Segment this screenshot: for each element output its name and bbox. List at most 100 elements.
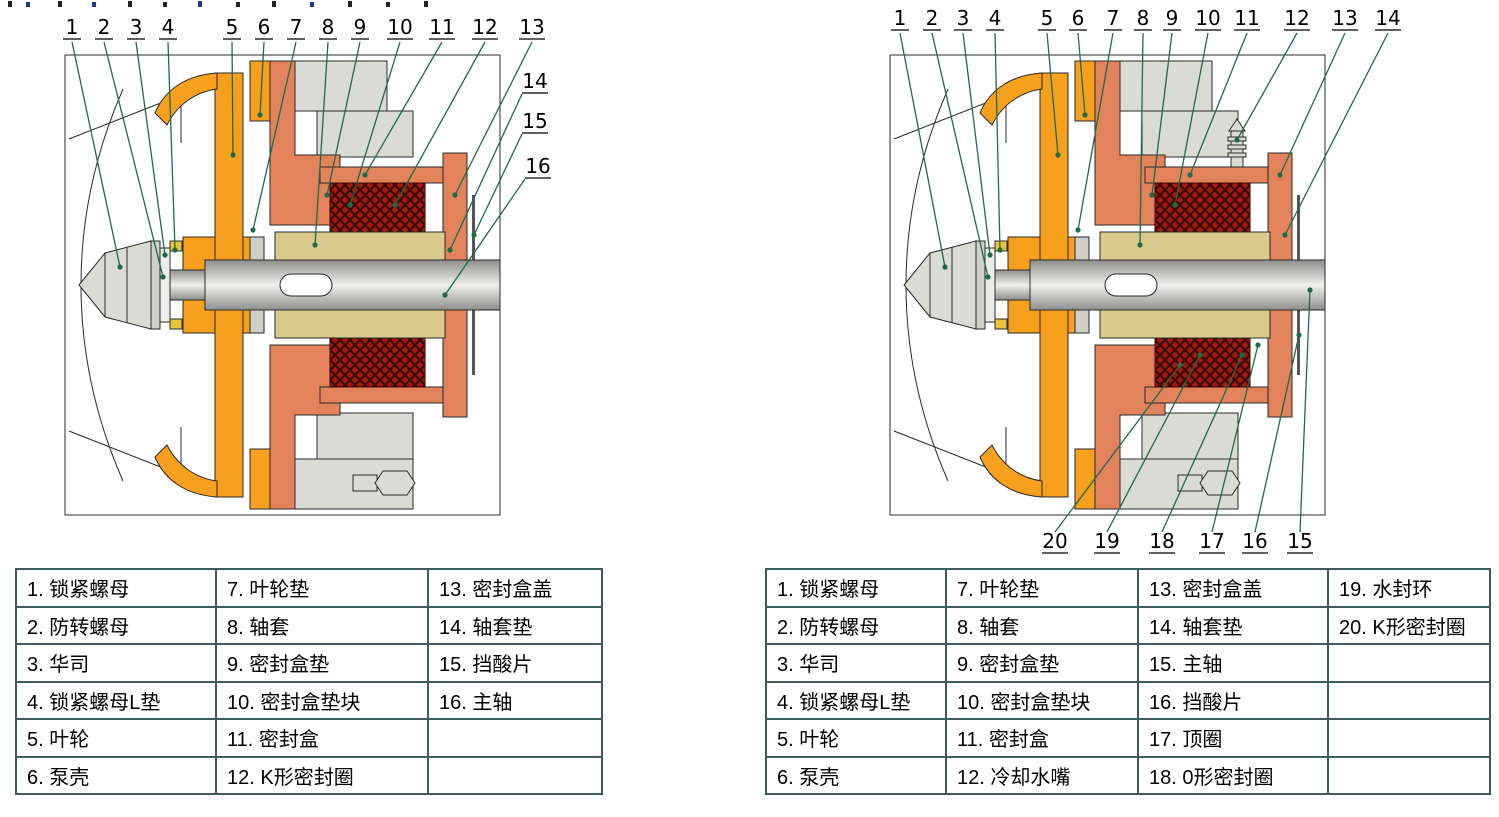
callout-number: 9: [1166, 6, 1179, 30]
part-label-cell: 1. 锁紧螺母: [765, 568, 947, 608]
leader-dot: [392, 202, 398, 208]
callout-number: 5: [226, 15, 239, 39]
leader-dot: [1296, 332, 1302, 338]
leader-line: [1279, 32, 1346, 176]
callout-number: 13: [519, 15, 544, 39]
part-label-cell: 14. 轴套垫: [427, 605, 603, 645]
leader-line: [1077, 32, 1086, 116]
leader-dot: [997, 247, 1003, 253]
part-label-cell: 13. 密封盒盖: [427, 568, 603, 608]
part-label-cell: [1327, 755, 1491, 795]
pump-cross-section-drawing: [64, 54, 501, 516]
part-label-cell: 4. 锁紧螺母L垫: [765, 680, 947, 720]
leader-line: [962, 32, 991, 256]
part-label-cell: 8. 轴套: [945, 605, 1139, 645]
leader-line: [1161, 354, 1243, 533]
callout-number: 2: [98, 15, 111, 39]
part-label-cell: 10. 密封盒垫块: [215, 680, 429, 720]
leader-dot: [1277, 172, 1283, 178]
callout-number: 8: [322, 15, 335, 39]
callout-number: 13: [1332, 6, 1357, 30]
leader-line: [252, 41, 297, 231]
callout-number: 7: [1107, 6, 1120, 30]
part-label-cell: [1327, 643, 1491, 683]
leader-line: [1106, 354, 1201, 533]
part-label-cell: [427, 755, 603, 795]
leader-line: [444, 178, 526, 296]
part-label-cell: 19. 水封环: [1327, 568, 1491, 608]
leader-dot: [172, 247, 178, 253]
part-label-cell: 10. 密封盒垫块: [945, 680, 1139, 720]
leader-dot: [447, 247, 453, 253]
callout-number: 2: [926, 6, 939, 30]
leader-dot: [452, 192, 458, 198]
part-label-cell: 16. 挡酸片: [1137, 680, 1329, 720]
part-label-cell: 18. 0形密封圈: [1137, 755, 1329, 795]
leader-dot: [985, 274, 991, 280]
callout-number: 11: [1234, 6, 1259, 30]
leader-dot: [312, 242, 318, 248]
callout-number: 1: [66, 15, 79, 39]
leader-line: [231, 41, 234, 156]
leader-dot: [1177, 362, 1183, 368]
leader-line: [364, 41, 443, 176]
part-label-cell: 1. 锁紧螺母: [15, 568, 217, 608]
part-label-cell: 5. 叶轮: [765, 718, 947, 758]
callout-number: 10: [1195, 6, 1220, 30]
leader-dot: [117, 264, 123, 270]
callout-number: 19: [1094, 529, 1119, 553]
leader-line: [135, 41, 166, 256]
leader-dot: [250, 227, 256, 233]
leader-dot: [942, 264, 948, 270]
callout-number: 15: [1287, 529, 1312, 553]
leader-line: [1299, 289, 1311, 533]
leader-line: [454, 41, 533, 196]
part-label-cell: 7. 叶轮垫: [945, 568, 1139, 608]
part-label-cell: 9. 密封盒垫: [945, 643, 1139, 683]
leader-line: [994, 32, 1001, 251]
callout-number: 1: [894, 6, 907, 30]
leader-dot: [1075, 227, 1081, 233]
leader-line: [1211, 344, 1259, 533]
part-label-cell: 5. 叶轮: [15, 718, 217, 758]
callout-number: 3: [957, 6, 970, 30]
leader-dot: [1172, 202, 1178, 208]
leader-dot: [1082, 112, 1088, 118]
leader-line: [349, 41, 401, 206]
leader-dot: [162, 252, 168, 258]
leader-line: [1054, 364, 1181, 533]
callout-number: 14: [522, 69, 547, 93]
callout-number: 15: [522, 109, 547, 133]
callout-number: 4: [162, 15, 175, 39]
part-label-cell: 6. 泵壳: [765, 755, 947, 795]
leader-dot: [1255, 342, 1261, 348]
part-label-cell: [1327, 718, 1491, 758]
callout-number: 7: [290, 15, 303, 39]
leader-dot: [230, 152, 236, 158]
part-label-cell: 20. K形密封圈: [1327, 605, 1491, 645]
callout-number: 16: [1242, 529, 1267, 553]
part-label-cell: 14. 轴套垫: [1137, 605, 1329, 645]
callout-number: 9: [354, 15, 367, 39]
callout-number: 14: [1375, 6, 1400, 30]
part-label-cell: 2. 防转螺母: [765, 605, 947, 645]
part-label-cell: 15. 主轴: [1137, 643, 1329, 683]
leader-dot: [1239, 352, 1245, 358]
leader-line: [1254, 334, 1300, 533]
callout-number: 12: [472, 15, 497, 39]
callout-number: 8: [1137, 6, 1150, 30]
callout-number: 16: [525, 154, 550, 178]
callout-number: 10: [387, 15, 412, 39]
leader-dot: [362, 172, 368, 178]
part-label-cell: 3. 华司: [15, 643, 217, 683]
leader-line: [1151, 32, 1173, 196]
cropped-heading-fragment: [8, 1, 428, 7]
